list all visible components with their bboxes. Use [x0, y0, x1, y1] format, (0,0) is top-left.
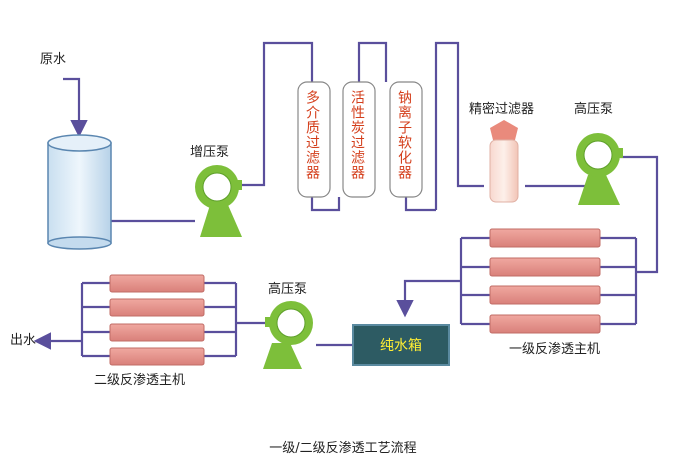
outlet-label: 出水	[10, 333, 37, 348]
raw-water-tank	[47, 134, 112, 250]
pure-water-tank	[352, 324, 450, 366]
pipe-network	[33, 41, 659, 358]
primary-ro-unit	[489, 228, 601, 334]
secondary-ro-label: 二级反渗透主机	[94, 373, 186, 388]
booster-pump-label: 增压泵	[190, 145, 230, 160]
primary-ro-label: 一级反渗透主机	[509, 342, 601, 357]
high-pressure-pump-1-label: 高压泵	[574, 102, 614, 117]
raw-water-label: 原水	[40, 52, 67, 67]
high-pressure-pump-1-icon	[576, 133, 623, 205]
carbon-filter-label: 活性炭过滤器	[349, 90, 365, 180]
booster-pump-icon	[195, 165, 242, 237]
softener-label: 钠离子软化器	[396, 90, 412, 180]
multimedia-filter	[297, 81, 331, 198]
softener-filter	[389, 81, 423, 198]
precision-filter-label: 精密过滤器	[469, 102, 535, 117]
multimedia-filter-label: 多介质过滤器	[304, 90, 320, 180]
pure-water-tank-label: 纯水箱	[380, 338, 422, 354]
precision-filter-icon	[489, 120, 519, 203]
secondary-ro-unit	[109, 274, 205, 366]
high-pressure-pump-2-icon	[263, 301, 313, 369]
diagram-title: 一级/二级反渗透工艺流程	[269, 441, 417, 456]
high-pressure-pump-2-label: 高压泵	[268, 282, 308, 297]
carbon-filter	[342, 81, 376, 198]
